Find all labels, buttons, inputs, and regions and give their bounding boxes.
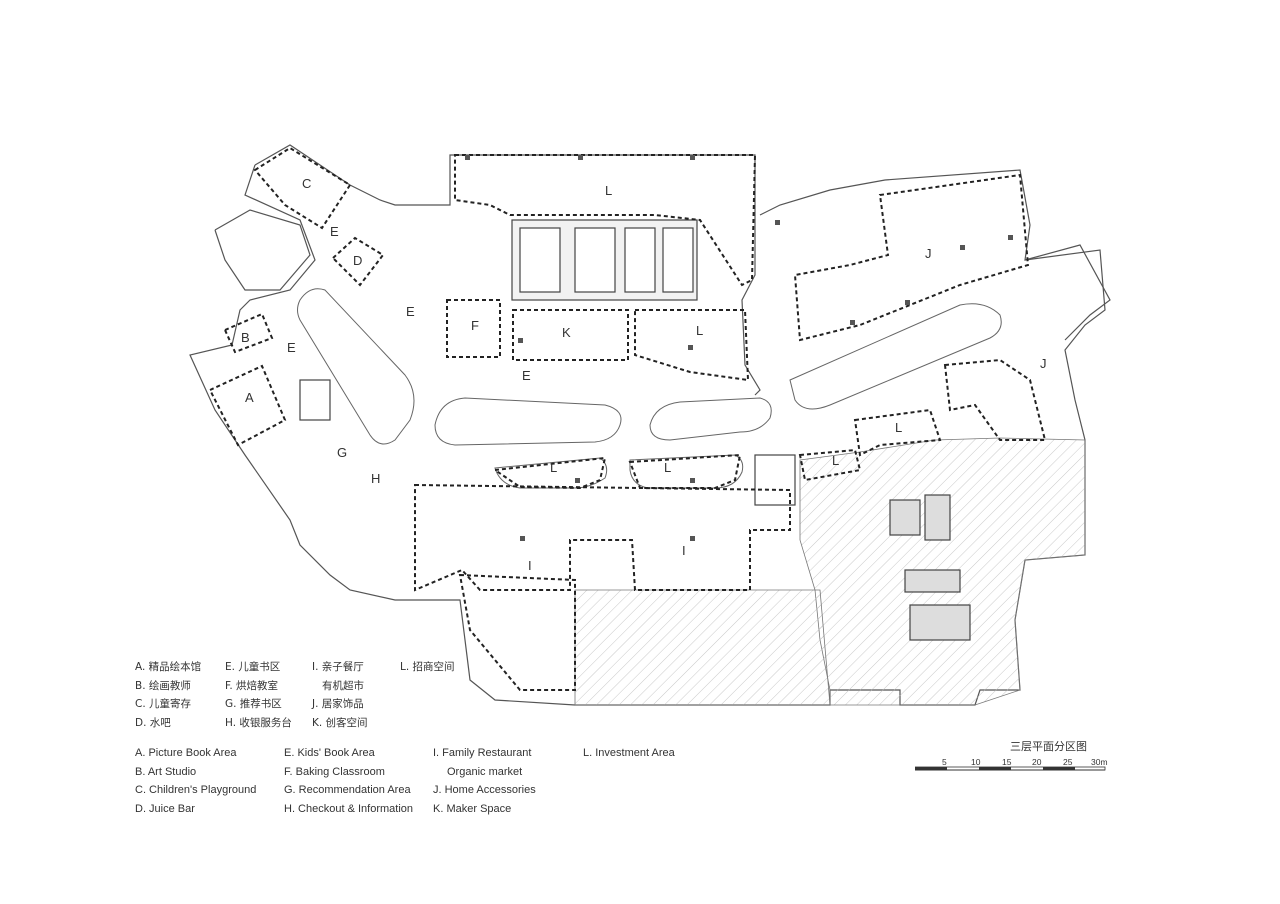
label-L3: L	[550, 460, 557, 475]
legend-en-col-2: E. Kids' Book Area F. Baking Classroom G…	[284, 744, 413, 818]
legend-cn-i: I. 亲子餐厅	[312, 661, 364, 673]
label-G: G	[337, 445, 347, 460]
legend-cn-f: F. 烘焙教室	[225, 679, 279, 692]
legend-en-d: D. Juice Bar	[135, 802, 195, 815]
legend-en-g: G. Recommendation Area	[284, 784, 411, 796]
zone-J-right	[943, 358, 1047, 441]
legend-en-col-1: A. Picture Book Area B. Art Studio C. Ch…	[135, 744, 256, 818]
legend-en-i2: Organic market	[447, 765, 523, 778]
core-blocks	[299, 219, 971, 641]
label-L1: L	[605, 183, 612, 198]
label-I1: I	[528, 558, 532, 573]
label-D: D	[353, 253, 362, 268]
zone-I-left	[414, 483, 791, 592]
legend-en-col-3: I. Family Restaurant Organic market J. H…	[433, 744, 536, 818]
zone-I-low	[458, 573, 576, 691]
label-E4: E	[522, 368, 531, 383]
legend-cn-l: L. 招商空间	[400, 661, 455, 673]
hatched-areas	[574, 437, 1086, 706]
zone-L-mid	[634, 309, 750, 382]
legend-cn-a: A. 精品绘本馆	[135, 661, 202, 673]
scale-tick-15: 15	[1002, 757, 1012, 767]
legend-en-j: J. Home Accessories	[433, 784, 536, 796]
label-B: B	[241, 330, 250, 345]
legend-en-col-4: L. Investment Area	[583, 744, 675, 763]
legend-cn-d: D. 水吧	[135, 716, 171, 729]
zone-labels: C E D B E A G H E F K E L L L L L L J J …	[241, 176, 1047, 573]
label-C: C	[302, 176, 311, 191]
zone-B	[223, 312, 274, 354]
zone-L-void2	[628, 453, 742, 489]
scale-tick-25: 25	[1063, 757, 1073, 767]
label-I2: I	[682, 543, 686, 558]
legend-en-a: A. Picture Book Area	[135, 747, 237, 759]
legend-en-e: E. Kids' Book Area	[284, 747, 375, 759]
legend-cn-h: H. 收银服务台	[225, 716, 292, 729]
plan-title: 三层平面分区图	[1010, 740, 1087, 753]
scale-bar	[915, 766, 1106, 771]
scale-tick-20: 20	[1032, 757, 1042, 767]
legend-en-l: L. Investment Area	[583, 747, 675, 759]
legend-en-h: H. Checkout & Information	[284, 802, 414, 815]
label-K: K	[562, 325, 571, 340]
label-J1: J	[925, 246, 932, 261]
zone-F	[446, 299, 501, 358]
legend-cn-j: J. 居家饰品	[312, 698, 364, 710]
scale-tick-5: 5	[942, 757, 947, 767]
legend-cn-k: K. 创客空间	[312, 716, 368, 729]
legend-cn-c: C. 儿童寄存	[135, 698, 192, 710]
legend-cn-i2: 有机超市	[322, 679, 364, 692]
label-J2: J	[1040, 356, 1047, 371]
zone-J-top	[793, 173, 1030, 342]
legend-en-c: C. Children's Playground	[135, 784, 257, 796]
label-L4: L	[664, 460, 671, 475]
legend-cn-col-1: A. 精品绘本馆 B. 绘画教师 C. 儿童寄存 D. 水吧	[135, 658, 201, 732]
legend-en-f: F. Baking Classroom	[284, 765, 385, 778]
label-L6: L	[895, 420, 902, 435]
label-A: A	[245, 390, 254, 405]
scale-tick-30m: 30m	[1091, 757, 1108, 767]
label-E1: E	[330, 224, 339, 239]
zone-L-right-small	[798, 448, 862, 482]
columns	[465, 155, 1013, 541]
legend-en-b: B. Art Studio	[135, 765, 197, 778]
legend-cn-col-2: E. 儿童书区 F. 烘焙教室 G. 推荐书区 H. 收银服务台	[225, 658, 292, 732]
zone-K	[512, 309, 629, 361]
atrium-voids	[297, 288, 1002, 489]
label-L5: L	[832, 453, 839, 468]
zone-L-right	[853, 408, 942, 457]
zone-L-void1	[492, 456, 607, 490]
legend-en-i: I. Family Restaurant	[433, 747, 532, 759]
zone-A	[208, 364, 287, 447]
legend-cn-b: B. 绘画教师	[135, 679, 191, 692]
label-E3: E	[406, 304, 415, 319]
legend-cn-g: G. 推荐书区	[225, 698, 282, 710]
legend-en-k: K. Maker Space	[433, 802, 512, 815]
legend-cn-col-3: I. 亲子餐厅 有机超市 J. 居家饰品 K. 创客空间	[312, 658, 368, 732]
label-H: H	[371, 471, 380, 486]
legend-cn-col-4: L. 招商空间	[400, 658, 455, 677]
legend-cn-e: E. 儿童书区	[225, 661, 281, 673]
zone-boundaries	[208, 146, 1047, 691]
zone-L-top	[454, 154, 757, 287]
zone-D	[331, 236, 385, 287]
label-L2: L	[696, 323, 703, 338]
label-F: F	[471, 318, 479, 333]
label-E2: E	[287, 340, 296, 355]
scale-tick-10: 10	[971, 757, 981, 767]
